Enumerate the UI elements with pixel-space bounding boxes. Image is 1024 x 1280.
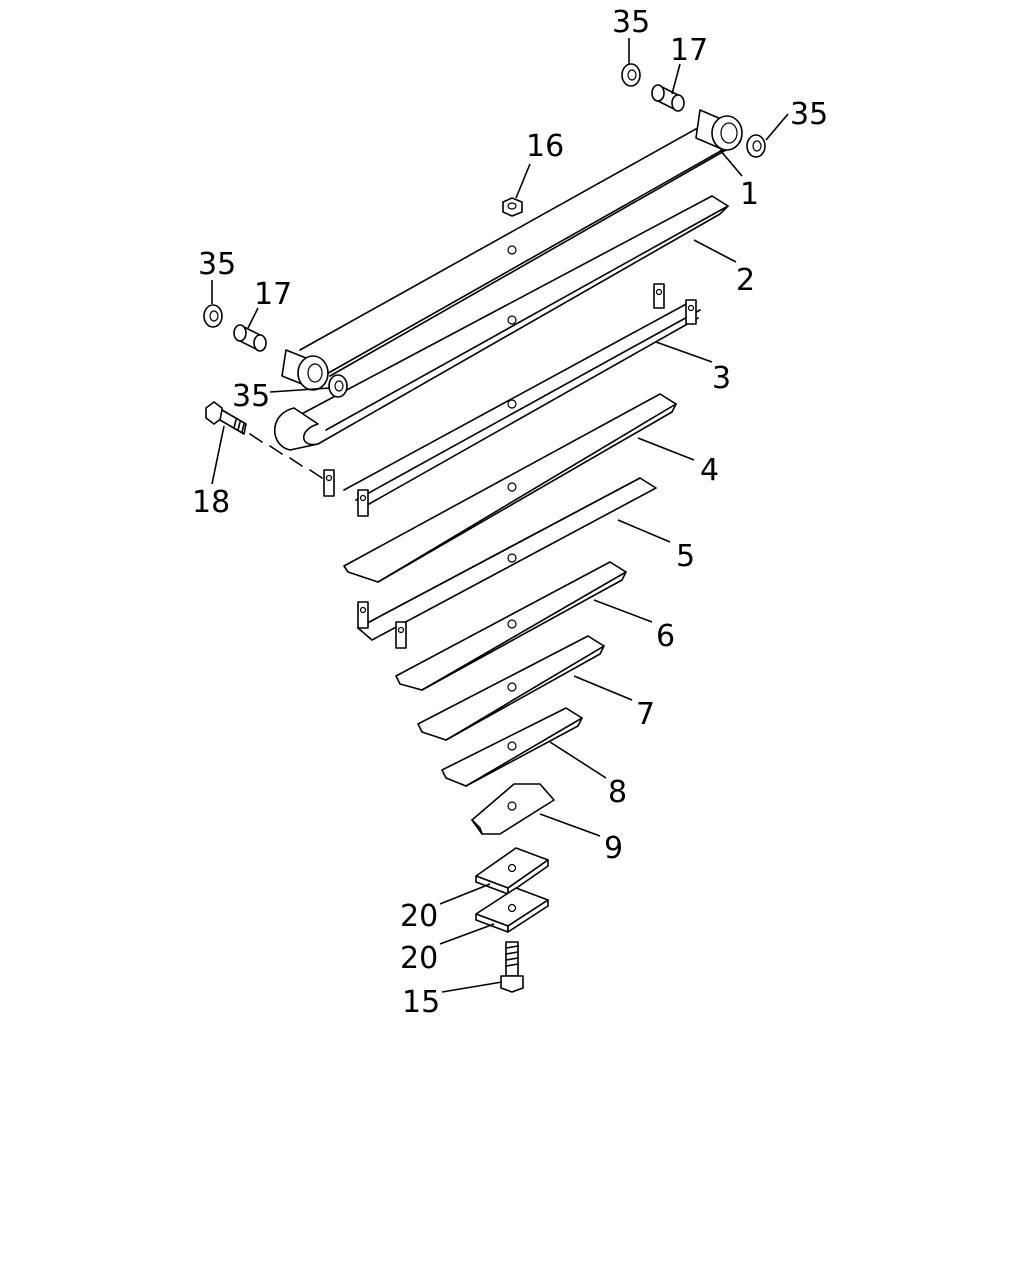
callout-2: 2 <box>736 263 755 298</box>
callout-35-top: 35 <box>612 5 650 40</box>
leader-lines <box>211 38 789 993</box>
bolt-18 <box>205 401 323 479</box>
second-leaf-2 <box>274 195 729 451</box>
callout-20-upper: 20 <box>400 899 438 934</box>
callout-18: 18 <box>192 485 230 520</box>
callout-17-right: 17 <box>670 33 708 68</box>
callout-15: 15 <box>402 985 440 1020</box>
callout-35-middle: 35 <box>232 379 270 414</box>
callout-5: 5 <box>676 539 695 574</box>
shim-plate-20-upper <box>475 847 549 895</box>
clip-leaf-3 <box>323 283 701 517</box>
callout-8: 8 <box>608 775 627 810</box>
main-leaf-1 <box>281 109 743 391</box>
callout-20-lower: 20 <box>400 941 438 976</box>
leaf-8 <box>441 707 583 787</box>
callout-16: 16 <box>526 129 564 164</box>
spacer-plate-9 <box>471 783 555 835</box>
center-bolt-15 <box>500 941 524 993</box>
callout-17-left: 17 <box>254 277 292 312</box>
callout-1: 1 <box>740 177 759 212</box>
nut-16 <box>502 197 523 217</box>
callout-4: 4 <box>700 453 719 488</box>
bushing-17-right <box>651 84 685 112</box>
callout-35-right: 35 <box>790 97 828 132</box>
callout-35-left: 35 <box>198 247 236 282</box>
washer-35-middle <box>328 374 348 398</box>
washer-35-top <box>621 63 641 87</box>
leaf-6 <box>395 561 627 691</box>
bushing-17-left <box>233 324 267 352</box>
washer-35-right <box>746 134 766 158</box>
callout-9: 9 <box>604 831 623 866</box>
callout-7: 7 <box>636 697 655 732</box>
washer-35-left <box>203 304 223 328</box>
callout-3: 3 <box>712 361 731 396</box>
leaf-5 <box>357 477 657 649</box>
callout-6: 6 <box>656 619 675 654</box>
shim-plate-20-lower <box>475 887 549 933</box>
leaf-7 <box>417 635 605 741</box>
leaf-4 <box>343 393 677 583</box>
